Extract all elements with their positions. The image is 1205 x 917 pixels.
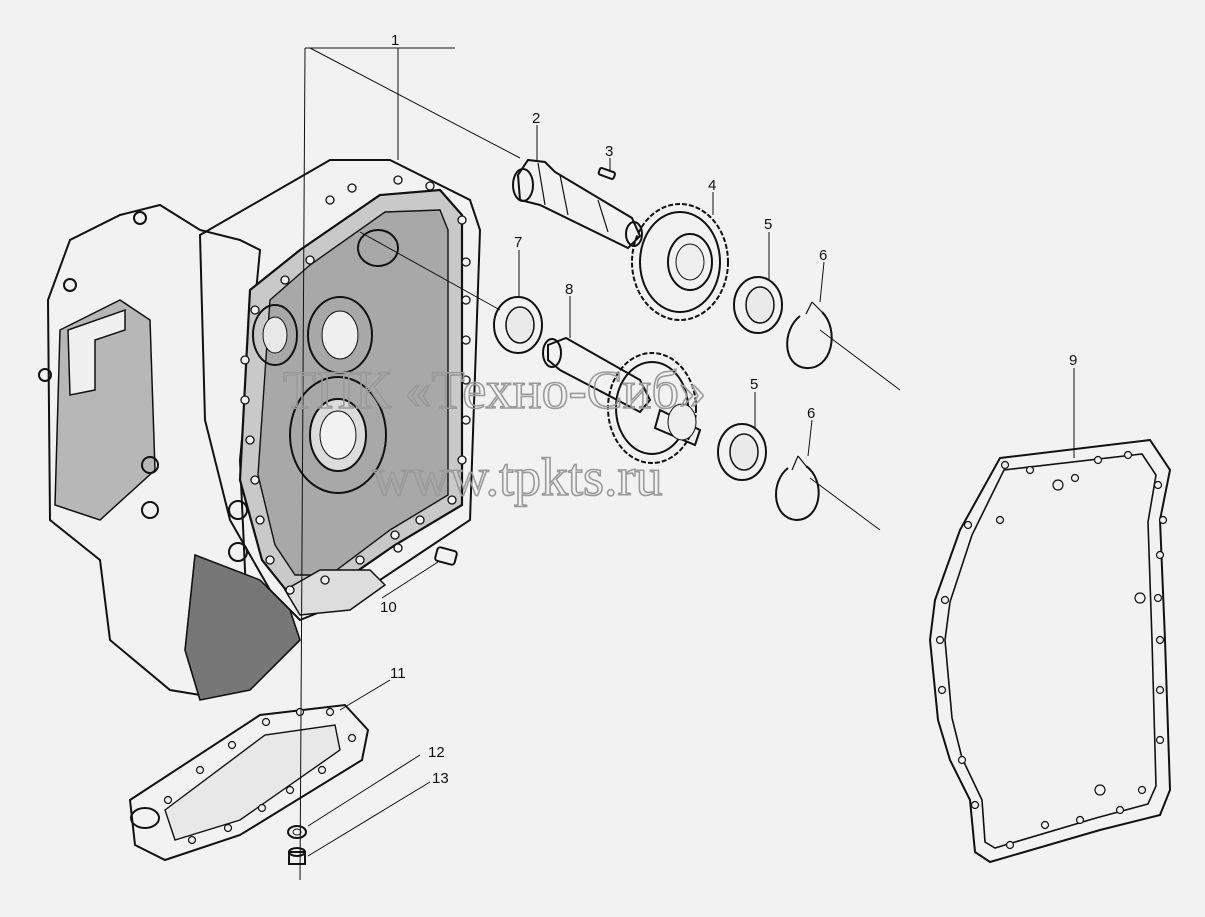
callout-9: 9 [1069, 352, 1077, 369]
callout-6-lower: 6 [807, 405, 815, 422]
gear-shaft-8 [542, 336, 702, 464]
key-3 [597, 167, 616, 180]
housing-front-body [198, 159, 482, 622]
housing-bore-upper [307, 296, 373, 374]
housing-bore-top [357, 229, 399, 267]
callout-labels: 1 2 3 4 5 5 6 6 7 8 9 10 11 12 13 [380, 32, 1077, 787]
housing-inner-face [257, 209, 449, 576]
leader-lines [299, 47, 1075, 881]
callout-4: 4 [708, 177, 716, 194]
watermark-url: www.tpkts.ru [372, 447, 663, 507]
bearing-5-upper [733, 276, 783, 334]
callout-12: 12 [428, 744, 445, 761]
housing-bore-upper-left [252, 304, 298, 366]
shaft-2 [512, 158, 643, 250]
housing-flange-holes [240, 175, 471, 595]
gasket-9 [928, 438, 1172, 864]
gearbox-housing [38, 159, 482, 701]
callout-5-upper: 5 [764, 216, 772, 233]
callout-7: 7 [514, 234, 522, 251]
watermark: ТПК «Техно-Сиб» www.tpkts.ru [282, 359, 707, 508]
callout-5-lower: 5 [750, 376, 758, 393]
washer-12 [287, 825, 307, 839]
gasket-bolt-holes [935, 450, 1168, 850]
housing-rear-bracket [67, 308, 126, 396]
callout-10: 10 [380, 599, 397, 616]
snap-ring-6-upper [786, 301, 833, 370]
bolt-13 [288, 847, 306, 865]
callout-2: 2 [532, 110, 540, 127]
callout-13: 13 [432, 770, 449, 787]
housing-lower-lip [283, 569, 387, 616]
callout-8: 8 [565, 281, 573, 298]
bearing-5-lower [717, 423, 767, 481]
bearing-7 [493, 296, 543, 354]
callout-6-upper: 6 [819, 247, 827, 264]
callout-1: 1 [391, 32, 399, 49]
plug-10 [434, 546, 458, 566]
gear-4 [631, 203, 729, 321]
snap-ring-6-lower [775, 455, 820, 522]
watermark-company: ТПК «Техно-Сиб» [283, 360, 706, 420]
oil-pan-drain-fitting [130, 807, 160, 829]
housing-bore-main [289, 376, 387, 494]
housing-base [184, 553, 301, 701]
callout-11: 11 [390, 665, 406, 682]
callout-3: 3 [605, 143, 613, 160]
oil-pan-11 [128, 703, 370, 862]
